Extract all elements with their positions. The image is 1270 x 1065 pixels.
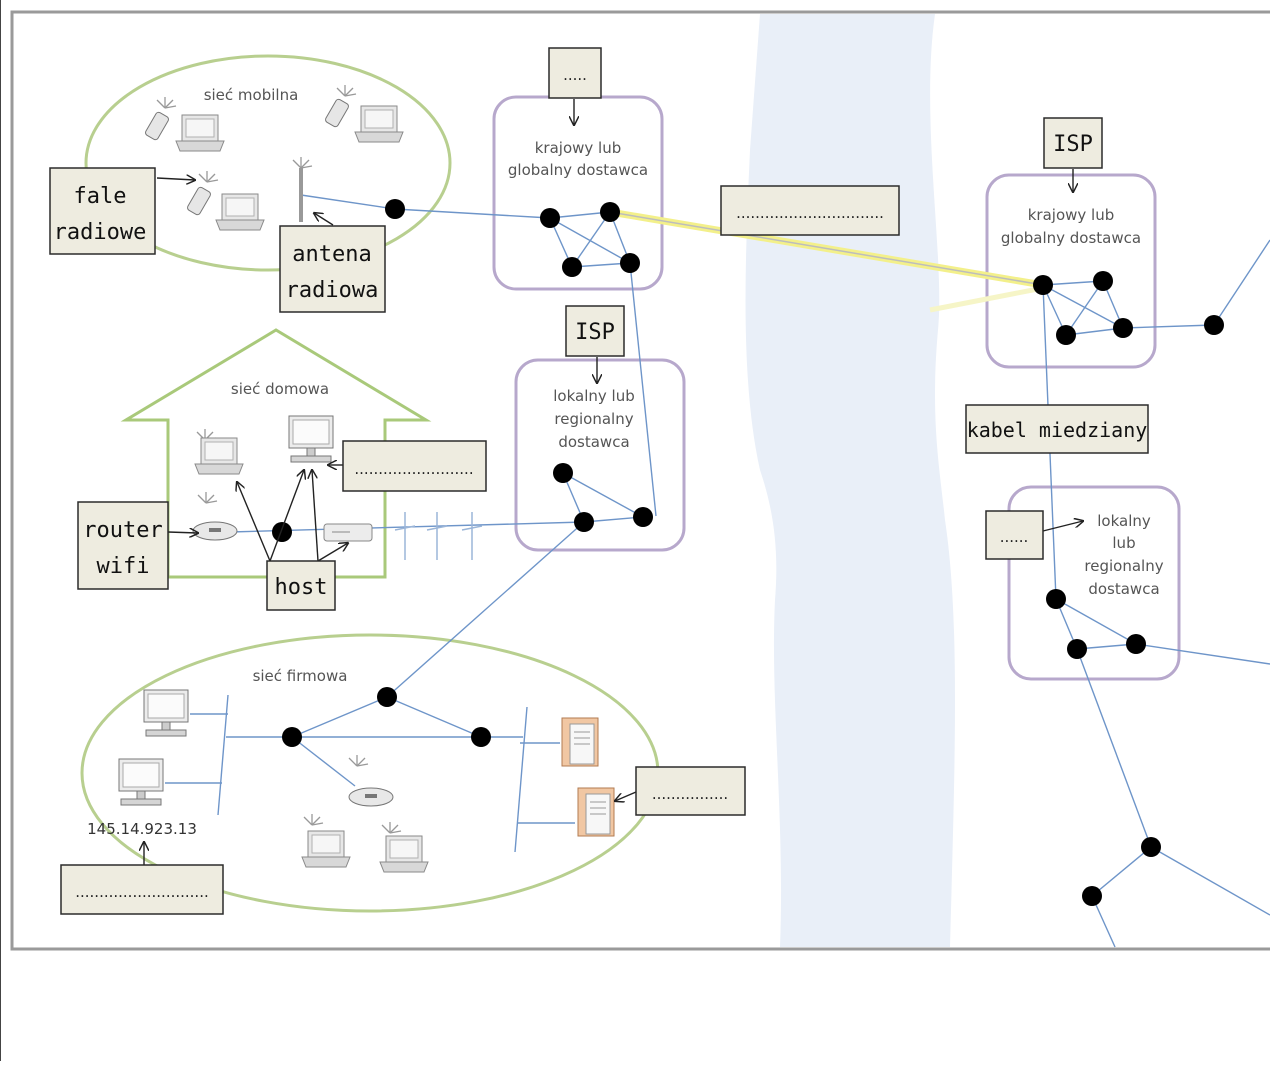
router-node-icon (1141, 837, 1161, 857)
global-provider-1-line2: globalny dostawca (508, 161, 648, 179)
svg-text:............................: ............................ (75, 883, 209, 901)
svg-text:radiowe: radiowe (54, 220, 147, 245)
home-network-house (120, 328, 432, 579)
svg-text:ISP: ISP (575, 320, 615, 345)
regional-provider-2-line2: lub (1112, 534, 1135, 552)
callout-radio-antenna: antena radiowa (279, 225, 386, 313)
router-node-icon (1033, 275, 1053, 295)
regional-provider-1-line3: dostawca (558, 433, 629, 451)
mobile-network-label: sieć mobilna (204, 86, 299, 104)
svg-text:antena: antena (292, 242, 371, 267)
router-node-icon (562, 257, 582, 277)
router-node-icon (1204, 315, 1224, 335)
phone-icon (323, 97, 351, 129)
regional-provider-2-box (1007, 485, 1181, 681)
svg-text:ISP: ISP (1053, 132, 1093, 157)
callout-blank-top-global[interactable]: ..... (548, 47, 602, 99)
callout-isp-1: ISP (565, 305, 625, 357)
router-node-icon (385, 199, 405, 219)
router-node-icon (1126, 634, 1146, 654)
laptop-icon (215, 193, 265, 231)
antenna-icon (292, 156, 313, 222)
router-node-icon (1056, 325, 1076, 345)
laptop-icon (175, 114, 225, 152)
river (745, 14, 955, 947)
svg-text:host: host (275, 575, 328, 600)
svg-text:.....: ..... (563, 66, 587, 84)
regional-provider-2-line1: lokalny (1097, 512, 1151, 530)
router-node-icon (633, 507, 653, 527)
global-provider-1-line1: krajowy lub (535, 139, 622, 157)
router-node-icon (272, 522, 292, 542)
laptop-icon (379, 835, 429, 873)
global-provider-2-box (985, 173, 1157, 369)
router-node-icon (1093, 271, 1113, 291)
phone-icon (185, 185, 213, 217)
global-provider-2-line2: globalny dostawca (1001, 229, 1141, 247)
callout-copper-cable: kabel miedziany (965, 404, 1149, 454)
router-node-icon (574, 512, 594, 532)
callout-router-wifi: router wifi (77, 501, 169, 590)
callout-isp-2: ISP (1043, 117, 1103, 169)
router-node-icon (282, 727, 302, 747)
desktop-pc-icon (288, 415, 334, 463)
router-node-icon (471, 727, 491, 747)
svg-text:wifi: wifi (97, 554, 150, 579)
regional-provider-2-line4: dostawca (1088, 580, 1159, 598)
svg-text:radiowa: radiowa (286, 278, 379, 303)
regional-provider-2-line3: regionalny (1084, 557, 1163, 575)
router-node-icon (1113, 318, 1133, 338)
svg-text:......: ...... (1000, 528, 1029, 546)
mobile-network-ellipse (84, 54, 452, 272)
router-node-icon (540, 208, 560, 228)
modem-icon (323, 523, 373, 542)
regional-provider-1-box (514, 358, 686, 552)
laptop-icon (354, 105, 404, 143)
svg-text:.........................: ......................... (354, 460, 473, 478)
svg-text:................: ................ (652, 785, 728, 803)
desktop-pc-icon (118, 758, 164, 806)
router-node-icon (1046, 589, 1066, 609)
router-node-icon (620, 253, 640, 273)
company-devices (118, 689, 615, 873)
server-icon (577, 787, 615, 837)
frame-border (10, 10, 1270, 951)
home-devices (192, 415, 373, 542)
wifi-router-icon (348, 787, 394, 807)
callout-blank-link[interactable]: ............................... (720, 185, 900, 236)
callout-blank-ip[interactable]: ............................ (60, 864, 224, 915)
laptop-icon (301, 830, 351, 868)
callout-host: host (266, 560, 336, 611)
router-node-icon (1082, 886, 1102, 906)
svg-text:kabel miedziany: kabel miedziany (967, 418, 1148, 442)
regional-provider-1-line2: regionalny (554, 410, 633, 428)
phone-icon (143, 110, 171, 142)
callout-arrows (144, 99, 1083, 865)
mobile-devices (143, 84, 404, 231)
router-node-icon (600, 202, 620, 222)
wifi-router-icon (192, 521, 238, 541)
callout-blank-pc[interactable]: ......................... (342, 440, 487, 492)
router-node-icon (377, 687, 397, 707)
router-node-icon (1067, 639, 1087, 659)
server-icon (561, 717, 599, 767)
callout-blank-server[interactable]: ................ (635, 766, 746, 816)
svg-text:fale: fale (74, 184, 127, 209)
home-network-label: sieć domowa (231, 380, 329, 398)
wireless-marks (394, 512, 483, 560)
global-provider-2-line1: krajowy lub (1028, 206, 1115, 224)
svg-text:router: router (83, 518, 162, 543)
callout-blank-regional-right[interactable]: ...... (985, 510, 1044, 560)
callout-radio-waves: fale radiowe (49, 167, 156, 255)
desktop-pc-icon (143, 689, 189, 737)
laptop-icon (194, 437, 244, 475)
router-node-icon (553, 463, 573, 483)
ip-address-label: 145.14.923.13 (87, 820, 197, 838)
svg-text:..............................: ............................... (736, 204, 884, 222)
company-network-label: sieć firmowa (253, 667, 348, 685)
regional-provider-1-line1: lokalny lub (553, 387, 634, 405)
